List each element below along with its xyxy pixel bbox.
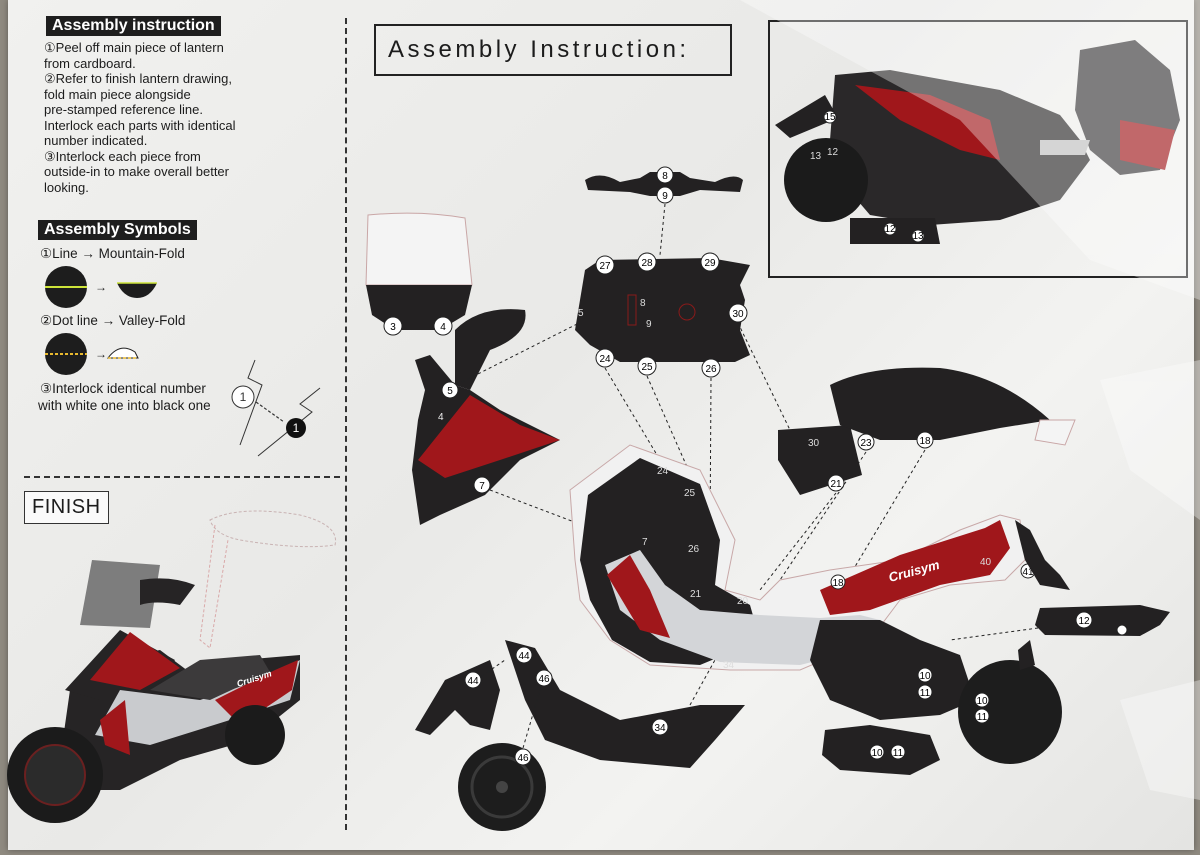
svg-text:→: → bbox=[95, 280, 107, 294]
step-line: ①Peel off main piece of lantern bbox=[44, 40, 224, 55]
part-number: 25 bbox=[641, 362, 653, 373]
valley-fold-label: ②Dot line → Valley-Fold bbox=[40, 313, 186, 328]
part-number: 13 bbox=[912, 231, 924, 242]
rear-assembly-part: 10 11 10 11 10 11 bbox=[822, 640, 1062, 775]
column-divider bbox=[345, 18, 347, 830]
part-number: 30 bbox=[732, 309, 744, 320]
page-title: Assembly Instruction: bbox=[374, 24, 732, 76]
part-number: 8 bbox=[662, 171, 668, 182]
step-line: outside-in to make overall better bbox=[44, 164, 229, 179]
part-number: 28 bbox=[641, 258, 653, 269]
step-line: pre-stamped reference line. bbox=[44, 102, 203, 117]
part-number: 18 bbox=[919, 436, 931, 447]
part-number: 8 bbox=[640, 298, 646, 309]
tail-light-part: 12 bbox=[949, 605, 1170, 641]
svg-text:→: → bbox=[95, 347, 107, 361]
part-number: 11 bbox=[977, 712, 988, 723]
part-number: 23 bbox=[860, 438, 872, 449]
step-line: ②Refer to finish lantern drawing, bbox=[44, 71, 232, 86]
main-body-part: Cruisym 24 25 26 7 21 20 18 34 40 41 bbox=[569, 444, 1070, 720]
part-number: 12 bbox=[1078, 616, 1090, 627]
part-number: 11 bbox=[920, 688, 931, 699]
part-number: 12 bbox=[884, 224, 896, 235]
part-number: 34 bbox=[654, 723, 666, 734]
step-line: number indicated. bbox=[44, 133, 148, 148]
part-number: 30 bbox=[808, 438, 820, 449]
dashboard-part: 27 28 29 30 24 25 26 5 8 9 bbox=[575, 252, 791, 541]
part-number: 7 bbox=[642, 537, 648, 548]
part-number: 34 bbox=[723, 660, 735, 671]
assembly-instruction-heading: Assembly instruction bbox=[46, 16, 221, 36]
front-cowl-part: 5 4 7 bbox=[412, 309, 591, 529]
assembly-steps: ①Peel off main piece of lantern from car… bbox=[44, 40, 274, 195]
part-number: 10 bbox=[976, 696, 988, 707]
step-line: looking. bbox=[44, 179, 89, 195]
part-number: 41 bbox=[1022, 567, 1034, 578]
seat-part: 30 23 21 18 bbox=[759, 367, 1076, 591]
part-number: 11 bbox=[893, 748, 904, 759]
plastic-glare bbox=[740, 0, 1200, 800]
finish-divider bbox=[24, 476, 340, 478]
part-number: 26 bbox=[705, 364, 717, 375]
part-number: 4 bbox=[438, 412, 444, 423]
part-number: 9 bbox=[662, 191, 668, 202]
part-number: 44 bbox=[467, 676, 479, 687]
part-number: 12 bbox=[827, 147, 839, 158]
part-number: 18 bbox=[832, 578, 844, 589]
assembled-preview-frame bbox=[768, 20, 1188, 278]
mountain-fold-icon: → bbox=[45, 266, 157, 308]
interlock-white-number: 1 bbox=[240, 390, 247, 404]
interlock-label-line1: ③Interlock identical number bbox=[40, 381, 206, 396]
step-line: ③Interlock each piece from bbox=[44, 148, 201, 164]
step-line: fold main piece alongside bbox=[44, 86, 191, 102]
part-number: 21 bbox=[830, 479, 842, 490]
part-number: 15 bbox=[824, 112, 836, 123]
part-number: 24 bbox=[599, 354, 611, 365]
part-number: 24 bbox=[657, 466, 669, 477]
handlebar-part: 8 9 bbox=[585, 166, 743, 256]
part-number: 20 bbox=[737, 596, 749, 607]
part-number: 5 bbox=[578, 308, 584, 319]
part-number: 40 bbox=[980, 557, 992, 568]
part-number: 4 bbox=[440, 322, 446, 333]
part-number: 46 bbox=[538, 674, 550, 685]
part-number: 10 bbox=[919, 671, 931, 682]
assembly-symbols-heading: Assembly Symbols bbox=[38, 220, 197, 240]
part-number: 3 bbox=[390, 322, 396, 333]
part-number: 7 bbox=[479, 481, 485, 492]
interlock-label-line2: with white one into black one bbox=[38, 398, 211, 413]
part-number: 26 bbox=[688, 544, 700, 555]
front-fender-part: 44 46 34 44 bbox=[415, 640, 745, 768]
assembled-preview-illustration: 13 12 12 13 15 bbox=[775, 40, 1180, 244]
mountain-fold-label: ①Line → Mountain-Fold bbox=[40, 246, 185, 261]
interlock-black-number: 1 bbox=[293, 421, 300, 435]
interlock-icon: 1 1 bbox=[231, 359, 321, 457]
part-number: 10 bbox=[871, 748, 883, 759]
part-number: 5 bbox=[447, 386, 453, 397]
part-number: 25 bbox=[684, 488, 696, 499]
front-wheel-part: 46 bbox=[458, 689, 546, 831]
part-number: 46 bbox=[517, 753, 529, 764]
part-number: 27 bbox=[599, 261, 611, 272]
step-line: Interlock each parts with identical bbox=[44, 117, 236, 133]
finish-label: FINISH bbox=[24, 491, 109, 524]
part-number: 13 bbox=[810, 151, 822, 162]
step-line: from cardboard. bbox=[44, 55, 136, 71]
part-number: 21 bbox=[690, 589, 702, 600]
valley-fold-icon: → bbox=[45, 333, 139, 375]
part-number: 29 bbox=[704, 258, 716, 269]
finished-scooter-illustration: Cruisym bbox=[7, 510, 337, 823]
part-number: 9 bbox=[646, 319, 652, 330]
windscreen-part: 3 4 bbox=[365, 212, 473, 336]
part-number: 44 bbox=[518, 651, 530, 662]
